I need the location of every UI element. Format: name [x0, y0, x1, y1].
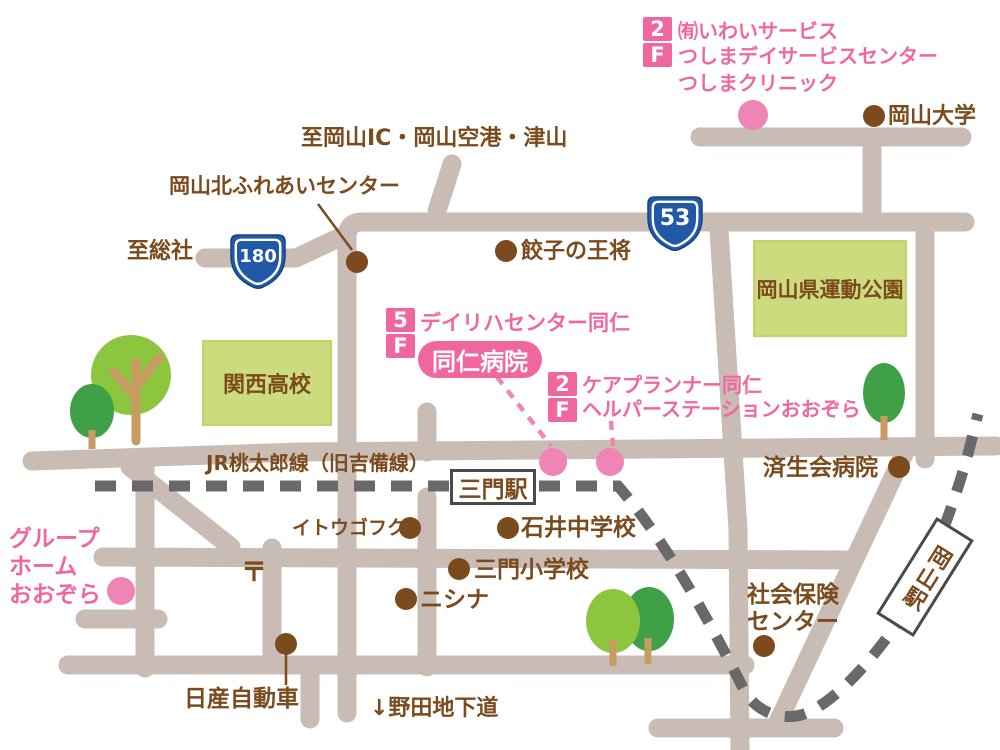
- careplanner-floor-badge: 2 F: [548, 372, 577, 422]
- saiseikai-label: 済生会病院: [763, 455, 878, 481]
- floor-badge-number: 5: [386, 308, 415, 332]
- dot-careplanner: [596, 448, 624, 476]
- railway-line: [95, 412, 984, 723]
- floor-badge-letter: F: [548, 398, 577, 422]
- road-along-jr: [22, 436, 1000, 471]
- leader-dojin-hospital: [495, 375, 553, 448]
- dot-itogofuku: [399, 517, 421, 539]
- itogofuku-label: イトウゴフク: [292, 517, 407, 539]
- dojin-hospital-pill: 同仁病院: [418, 341, 542, 378]
- tree-icon: [91, 335, 171, 415]
- shakai-hoken-label-1: 社会保険: [747, 582, 839, 608]
- helper-station-label: ヘルパーステーションおおぞら: [582, 397, 861, 421]
- dot-dojin-hospital: [539, 448, 567, 476]
- dojin-hospital-label: 同仁病院: [432, 348, 528, 376]
- direction-to-sosha-label: 至総社: [127, 239, 194, 264]
- tsushima-clinic-label: つしまクリニック: [678, 71, 838, 95]
- dot-saiseikai: [888, 456, 910, 478]
- road-south-horizontal: [93, 547, 862, 570]
- dot-nissan: [275, 633, 297, 655]
- dot-ishii-jhs: [497, 517, 519, 539]
- nissan-label: 日産自動車: [184, 686, 299, 712]
- iwai-service-label: ㈲いわいサービス: [678, 19, 838, 43]
- mikado-station-label: 三門駅: [458, 477, 528, 503]
- floor-badge-number: 2: [643, 17, 672, 41]
- dot-kitafureai: [346, 251, 368, 273]
- floor-badge-number: 2: [548, 372, 577, 396]
- trees: [70, 335, 905, 666]
- dot-nishina: [395, 588, 417, 610]
- dayreha-floor-badge: 5 F: [386, 308, 415, 358]
- mikado-station-box: 三門駅: [450, 469, 536, 505]
- tree-trunk-icon: [109, 353, 164, 446]
- floor-badge-letter: F: [643, 43, 672, 67]
- route-180-number: 180: [239, 246, 277, 267]
- leader-careplanner: [608, 420, 616, 447]
- route-53-number: 53: [659, 206, 691, 231]
- route-53-badge: 53: [646, 196, 704, 252]
- road-to-ic-stub: [427, 154, 462, 221]
- kansai-high-school-label: 関西高校: [222, 373, 311, 398]
- tsushima-dayservice-label: つしまデイサービスセンター: [678, 44, 938, 68]
- noda-underpass-label: ↓野田地下道: [370, 696, 499, 721]
- direction-to-ic-label: 至岡山IC・岡山空港・津山: [301, 126, 568, 151]
- group-home-label-1: グループ: [9, 526, 100, 552]
- iwai-floor-badge: 2 F: [643, 17, 672, 67]
- route-shield-icon: [230, 234, 286, 290]
- dot-tsushima-clinic: [738, 100, 768, 130]
- group-home-label-2: ホーム: [9, 554, 78, 580]
- ishii-jhs-label: 石井中学校: [521, 515, 636, 541]
- jr-line-label: JR桃太郎線（旧吉備線）: [206, 451, 429, 475]
- shakai-hoken-label-2: センター: [747, 609, 839, 635]
- dot-shakai-hoken: [753, 635, 775, 657]
- facility-dots: [107, 100, 768, 605]
- group-home-label-3: おおぞら: [9, 582, 101, 608]
- dayreha-label: デイリハセンター同仁: [420, 311, 630, 335]
- landmark-dots: [275, 105, 910, 657]
- area-undo-park: 岡山県運動公園: [753, 240, 907, 337]
- route-180-badge: 180: [229, 234, 287, 290]
- undo-park-label: 岡山県運動公園: [756, 277, 904, 302]
- road-okayama-sta-diagonal: [768, 442, 915, 732]
- tree-icon: [586, 589, 640, 653]
- mikado-es-label: 三門小学校: [474, 557, 589, 583]
- dot-mikado-es: [448, 558, 470, 580]
- area-kansai-high-school: 関西高校: [202, 340, 332, 426]
- road-network: [22, 127, 1000, 750]
- dot-gyoza-no-ohsho: [495, 240, 517, 262]
- gyoza-no-ohsho-label: 餃子の王将: [521, 239, 632, 264]
- careplanner-label: ケアプランナー同仁: [582, 373, 762, 397]
- okayama-university-label: 岡山大学: [888, 104, 977, 129]
- tree-icon: [863, 363, 905, 423]
- route-shield-icon: [647, 196, 703, 252]
- tree-icon: [70, 384, 114, 438]
- leader-kitafureai: [316, 203, 354, 251]
- dot-group-home: [107, 577, 135, 605]
- kitafureai-label: 岡山北ふれあいセンター: [169, 174, 400, 198]
- nishina-label: ニシナ: [420, 587, 489, 613]
- dot-okayama-university: [863, 105, 885, 127]
- post-office-icon: 〒: [241, 558, 268, 588]
- floor-badge-letter: F: [386, 334, 415, 358]
